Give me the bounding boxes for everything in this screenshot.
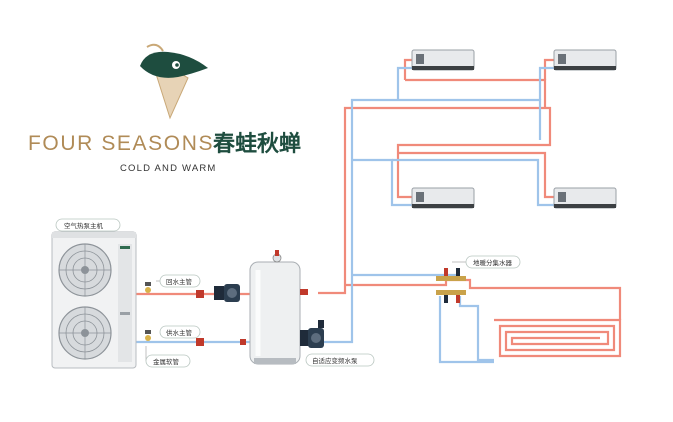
valve-icon	[196, 338, 204, 346]
label-pump: 自适应变频水泵	[305, 353, 375, 367]
valve-icon	[145, 282, 151, 293]
brand-logo: FOUR SEASONS 春蛙秋蝉 COLD AND WARM	[28, 43, 301, 174]
label-manifold-text: 地暖分集水器	[473, 258, 513, 267]
label-return-main: 回水主管	[156, 274, 201, 288]
floor-heating-manifold	[436, 268, 466, 303]
heat-pump-unit	[51, 231, 137, 369]
fan-grille-icon	[58, 306, 112, 360]
fan-coil-unit	[553, 49, 617, 71]
pump-icon	[300, 320, 324, 348]
valve-icon	[240, 339, 246, 345]
pump-icon	[214, 284, 240, 302]
label-return-main-text: 回水主管	[166, 277, 193, 286]
fan-coil-unit	[553, 187, 617, 209]
cold-pipe-network	[135, 66, 556, 364]
fan-grille-icon	[58, 243, 112, 297]
frog-logo-icon	[140, 43, 208, 120]
label-manifold: 地暖分集水器	[452, 255, 521, 269]
fan-coil-unit	[411, 187, 475, 209]
label-metal-hose-text: 金属软管	[153, 357, 180, 366]
hot-pipe-network	[135, 58, 622, 358]
label-heat-pump-text: 空气热泵主机	[64, 221, 104, 230]
brand-tagline: COLD AND WARM	[120, 163, 217, 174]
fan-coil-unit	[411, 49, 475, 71]
label-supply-main: 供水主管	[159, 325, 201, 339]
label-supply-main-text: 供水主管	[166, 328, 193, 337]
brand-name-cn: 春蛙秋蝉	[213, 131, 301, 157]
label-metal-hose: 金属软管	[145, 346, 191, 368]
valve-icon	[196, 290, 204, 298]
label-pump-text: 自适应变频水泵	[312, 356, 358, 365]
label-heat-pump: 空气热泵主机	[55, 218, 121, 232]
brand-name-en: FOUR SEASONS	[28, 132, 214, 155]
valve-icon	[145, 330, 151, 341]
buffer-tank	[249, 250, 308, 365]
